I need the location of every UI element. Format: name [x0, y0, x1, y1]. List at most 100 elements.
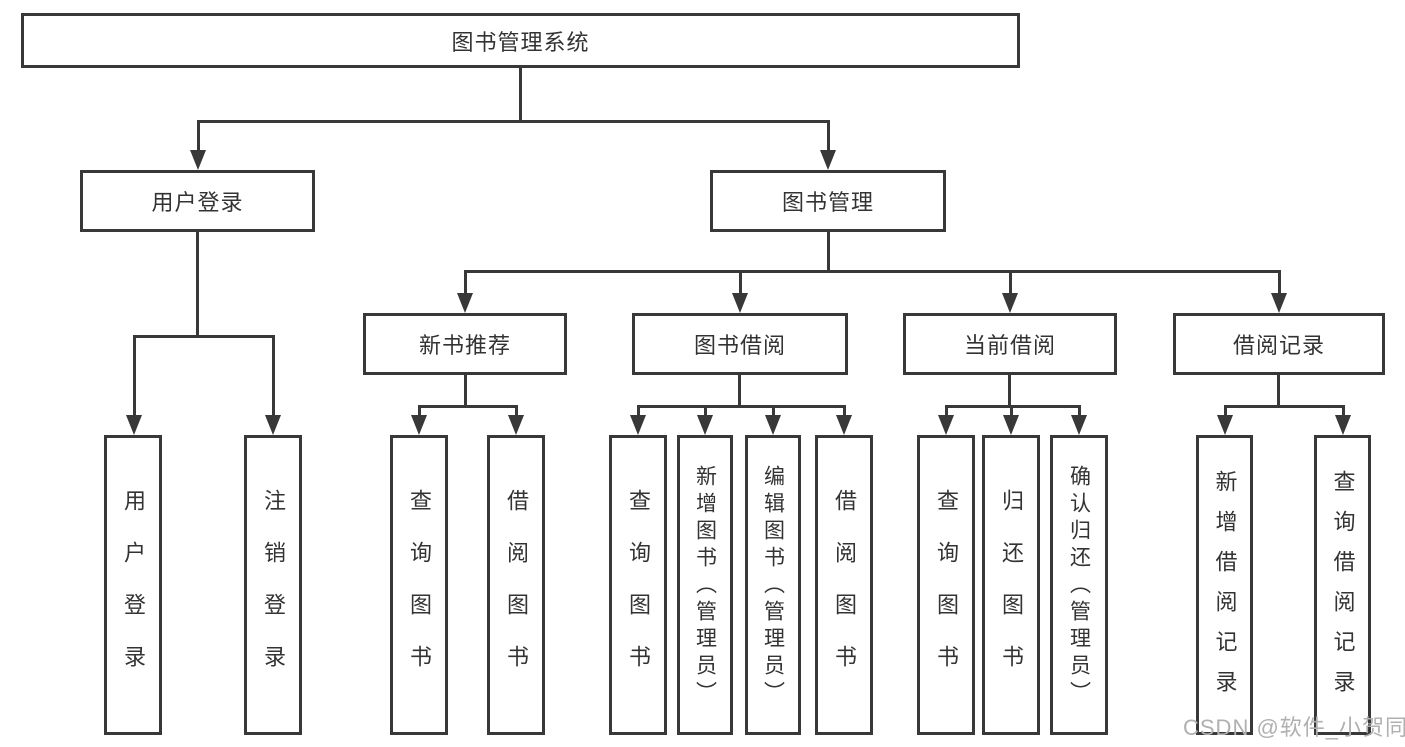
- arrow-down-to-recommendation: [457, 270, 473, 313]
- arrow-shaft: [1077, 405, 1081, 415]
- arrow-head-icon: [836, 415, 852, 435]
- connector-level2-branch: [464, 270, 1281, 273]
- arrow-head-icon: [1002, 293, 1018, 313]
- connector-root-stem: [519, 68, 522, 120]
- node-logout-leaf: 注销登录: [244, 435, 302, 735]
- connector-recommendation-branch: [418, 405, 517, 408]
- arrow-shaft: [417, 405, 421, 415]
- node-borrow-borrow-books-label: 借阅图书: [832, 488, 857, 697]
- node-root: 图书管理系统: [21, 13, 1020, 68]
- arrow-head-icon: [765, 415, 781, 435]
- arrow-down-to-recommend-query: [411, 405, 427, 435]
- arrow-down-to-book-management: [820, 120, 836, 170]
- arrow-head-icon: [938, 415, 954, 435]
- connector-current-stem: [1008, 375, 1011, 405]
- node-current-borrowing-label: 当前借阅: [963, 333, 1056, 358]
- connector-recommendation-stem: [464, 375, 467, 405]
- arrow-down-to-recommend-borrow: [508, 405, 524, 435]
- node-current-return-books-label: 归还图书: [999, 488, 1024, 697]
- arrow-shaft: [1277, 270, 1281, 293]
- arrow-down-to-records: [1271, 270, 1287, 313]
- arrow-down-to-logout-leaf: [265, 335, 281, 435]
- node-borrowing-records-label: 借阅记录: [1232, 333, 1325, 358]
- arrow-head-icon: [265, 415, 281, 435]
- arrow-shaft: [1341, 405, 1345, 415]
- node-borrow-edit-books: 编辑图书（管理员）: [745, 435, 801, 735]
- node-records-add-label: 新增借阅记录: [1212, 469, 1238, 710]
- node-recommend-query-books: 查询图书: [390, 435, 448, 735]
- node-borrow-add-books-label: 新增图书（管理员）: [693, 465, 717, 708]
- connector-records-branch: [1224, 405, 1344, 408]
- node-current-return-books: 归还图书: [982, 435, 1040, 735]
- arrow-shaft: [944, 405, 948, 415]
- arrow-shaft: [196, 120, 200, 150]
- node-current-borrowing: 当前借阅: [903, 313, 1117, 375]
- arrow-head-icon: [1003, 415, 1019, 435]
- node-book-management: 图书管理: [710, 170, 946, 232]
- node-current-confirm-return-label: 确认归还（管理员）: [1067, 465, 1091, 708]
- node-borrow-edit-books-label: 编辑图书（管理员）: [761, 465, 785, 708]
- node-current-query-books: 查询图书: [917, 435, 975, 735]
- arrow-shaft: [463, 270, 467, 293]
- arrow-down-to-borrow-edit: [765, 405, 781, 435]
- csdn-watermark: CSDN @软件_小贺同学: [1183, 715, 1405, 740]
- arrow-down-to-records-query: [1335, 405, 1351, 435]
- connector-borrowing-branch: [637, 405, 845, 408]
- node-user-login: 用户登录: [80, 170, 315, 232]
- arrow-head-icon: [1271, 293, 1287, 313]
- node-borrowing-records: 借阅记录: [1173, 313, 1385, 375]
- arrow-head-icon: [630, 415, 646, 435]
- arrow-head-icon: [1217, 415, 1233, 435]
- node-recommend-query-books-label: 查询图书: [407, 488, 432, 697]
- node-login-leaf-label: 用户登录: [121, 488, 146, 697]
- connector-book-management-stem: [827, 232, 830, 270]
- node-records-add: 新增借阅记录: [1196, 435, 1253, 735]
- arrow-shaft: [1008, 270, 1012, 293]
- arrow-shaft: [703, 405, 707, 415]
- connector-borrowing-stem: [738, 375, 741, 405]
- arrow-shaft: [271, 335, 275, 415]
- node-book-management-label: 图书管理: [781, 190, 874, 215]
- arrow-shaft: [636, 405, 640, 415]
- arrow-head-icon: [732, 293, 748, 313]
- arrow-head-icon: [508, 415, 524, 435]
- connector-user-login-branch: [133, 335, 275, 338]
- arrow-head-icon: [697, 415, 713, 435]
- arrow-down-to-current-return: [1003, 405, 1019, 435]
- arrow-head-icon: [190, 150, 206, 170]
- arrow-down-to-borrowing: [732, 270, 748, 313]
- node-login-leaf: 用户登录: [104, 435, 162, 735]
- arrow-down-to-borrow-query: [630, 405, 646, 435]
- arrow-down-to-borrow-borrow: [836, 405, 852, 435]
- arrow-down-to-records-add: [1217, 405, 1233, 435]
- arrow-head-icon: [1335, 415, 1351, 435]
- node-borrow-add-books: 新增图书（管理员）: [677, 435, 733, 735]
- arrow-head-icon: [1071, 415, 1087, 435]
- arrow-head-icon: [457, 293, 473, 313]
- arrow-down-to-user-login: [190, 120, 206, 170]
- arrow-shaft: [738, 270, 742, 293]
- node-book-borrowing: 图书借阅: [632, 313, 848, 375]
- arrow-down-to-current-confirm: [1071, 405, 1087, 435]
- arrow-shaft: [826, 120, 830, 150]
- node-user-login-label: 用户登录: [151, 190, 244, 215]
- node-borrow-query-books: 查询图书: [609, 435, 667, 735]
- node-recommend-borrow-books-label: 借阅图书: [504, 488, 529, 697]
- arrow-shaft: [1223, 405, 1227, 415]
- connector-level1-branch: [197, 120, 829, 123]
- node-new-book-recommendation-label: 新书推荐: [418, 333, 511, 358]
- arrow-shaft: [132, 335, 136, 415]
- connector-user-login-stem: [196, 232, 199, 335]
- node-current-query-books-label: 查询图书: [934, 488, 959, 697]
- node-new-book-recommendation: 新书推荐: [363, 313, 567, 375]
- arrow-head-icon: [411, 415, 427, 435]
- arrow-head-icon: [126, 415, 142, 435]
- arrow-head-icon: [820, 150, 836, 170]
- arrow-down-to-current: [1002, 270, 1018, 313]
- connector-current-branch: [945, 405, 1080, 408]
- arrow-down-to-current-query: [938, 405, 954, 435]
- node-recommend-borrow-books: 借阅图书: [487, 435, 545, 735]
- node-borrow-borrow-books: 借阅图书: [815, 435, 873, 735]
- node-current-confirm-return: 确认归还（管理员）: [1050, 435, 1108, 735]
